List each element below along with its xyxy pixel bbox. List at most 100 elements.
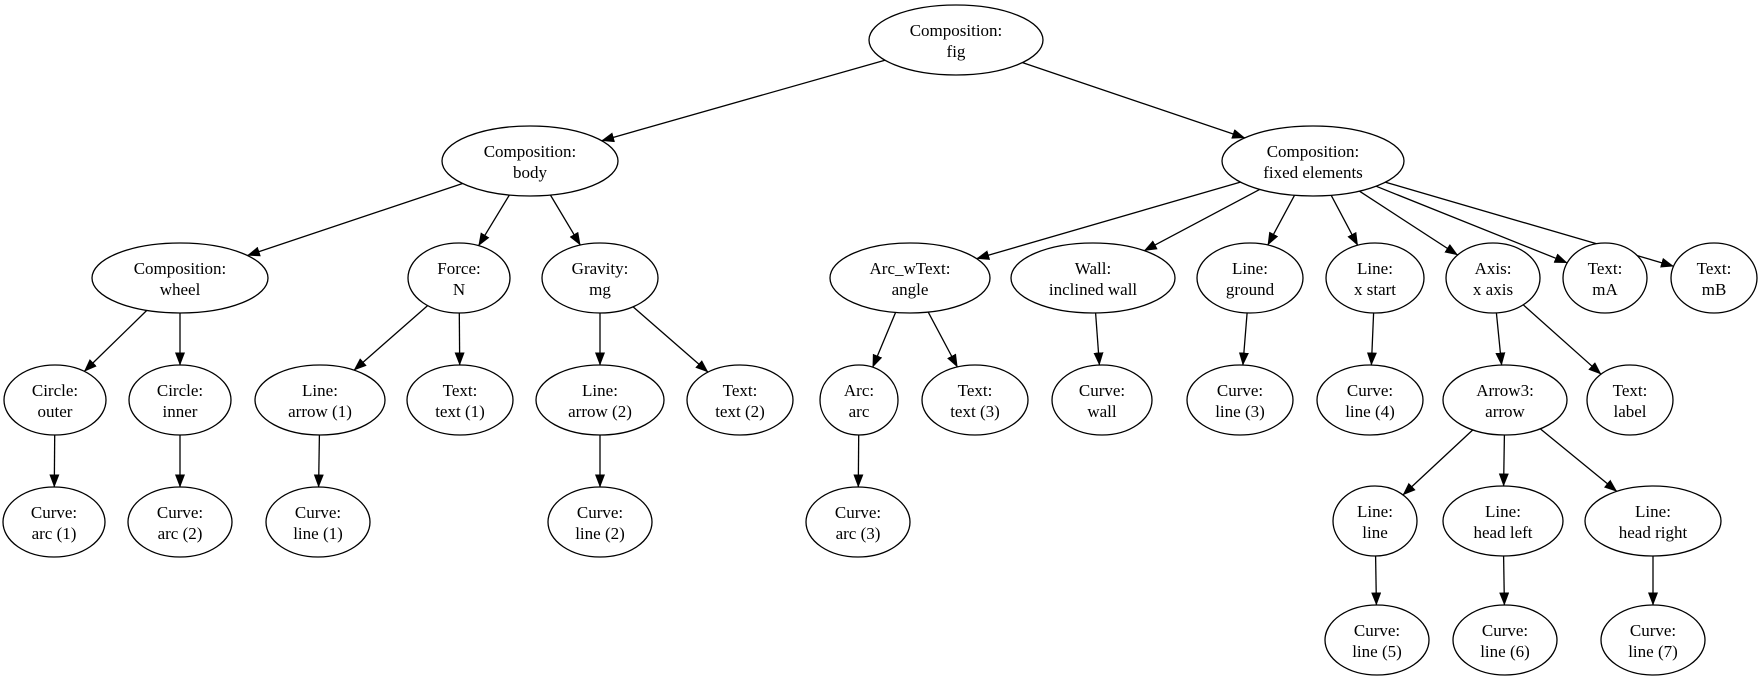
- node-type-label: Circle:: [32, 381, 78, 400]
- node-type-label: Line:: [1357, 502, 1393, 521]
- node-ellipse: [3, 487, 105, 557]
- tree-node-headleft: Line:head left: [1443, 486, 1563, 556]
- tree-edge-fig-to-fixed: [1023, 63, 1245, 138]
- node-type-label: Curve:: [835, 503, 881, 522]
- node-ellipse: [1011, 243, 1175, 313]
- node-name-label: mA: [1592, 280, 1618, 299]
- tree-node-carc1: Curve:arc (1): [3, 487, 105, 557]
- node-ellipse: [1052, 365, 1152, 435]
- node-type-label: Text:: [1588, 259, 1623, 278]
- node-ellipse: [687, 365, 793, 435]
- node-ellipse: [1197, 243, 1303, 313]
- node-name-label: ground: [1226, 280, 1275, 299]
- tree-edge-lline-to-cline5: [1376, 556, 1377, 605]
- node-name-label: wheel: [160, 280, 201, 299]
- node-type-label: Arrow3:: [1476, 381, 1534, 400]
- tree-node-cline1: Curve: line (1): [266, 487, 370, 557]
- tree-edge-xaxis-to-label: [1523, 305, 1601, 374]
- tree-node-arrow1: Line: arrow (1): [255, 365, 385, 435]
- node-ellipse: [820, 365, 898, 435]
- tree-edge-arrow1-to-cline1: [319, 435, 320, 487]
- tree-node-carc2: Curve:arc (2): [128, 487, 232, 557]
- node-ellipse: [536, 365, 664, 435]
- node-type-label: Force:: [437, 259, 480, 278]
- node-name-label: line (1): [293, 524, 343, 543]
- tree-edge-ground-to-cline3: [1243, 313, 1247, 365]
- node-ellipse: [92, 243, 268, 313]
- node-type-label: Curve:: [1482, 621, 1528, 640]
- tree-node-arrow3: Arrow3:arrow: [1443, 365, 1567, 435]
- tree-node-mB: Text:mB: [1671, 243, 1757, 313]
- tree-node-ground: Line:ground: [1197, 243, 1303, 313]
- node-type-label: Axis:: [1475, 259, 1512, 278]
- node-type-label: Arc:: [844, 381, 874, 400]
- node-type-label: Gravity:: [572, 259, 629, 278]
- tree-node-cline2: Curve:line (2): [548, 487, 652, 557]
- tree-edge-xstart-to-cline4: [1371, 313, 1373, 365]
- node-name-label: fixed elements: [1263, 163, 1363, 182]
- node-type-label: Curve:: [295, 503, 341, 522]
- node-type-label: Composition:: [910, 21, 1003, 40]
- node-type-label: Composition:: [134, 259, 227, 278]
- node-ellipse: [922, 365, 1028, 435]
- tree-node-arrow2: Line:arrow (2): [536, 365, 664, 435]
- tree-edge-headleft-to-cline6: [1504, 556, 1505, 605]
- node-ellipse: [255, 365, 385, 435]
- node-name-label: arc (3): [836, 524, 881, 543]
- node-type-label: Line:: [302, 381, 338, 400]
- node-name-label: arrow (1): [288, 402, 352, 421]
- node-ellipse: [1585, 486, 1721, 556]
- node-ellipse: [129, 365, 231, 435]
- tree-node-body: Composition:body: [442, 126, 618, 196]
- node-type-label: Curve:: [1347, 381, 1393, 400]
- node-layer: Composition:figComposition:bodyCompositi…: [3, 5, 1757, 675]
- tree-node-carc3: Curve: arc (3): [806, 487, 910, 557]
- tree-edge-xaxis-to-arrow3: [1496, 313, 1501, 365]
- node-ellipse: [4, 365, 106, 435]
- tree-node-lline: Line: line: [1333, 486, 1417, 556]
- node-ellipse: [1446, 243, 1540, 313]
- node-name-label: arc: [849, 402, 870, 421]
- tree-edge-body-to-forceN: [479, 195, 510, 246]
- node-name-label: line: [1362, 523, 1388, 542]
- node-ellipse: [408, 243, 510, 313]
- node-ellipse: [1601, 605, 1705, 675]
- node-ellipse: [1443, 486, 1563, 556]
- node-type-label: Curve:: [1079, 381, 1125, 400]
- node-name-label: arc (2): [158, 524, 203, 543]
- node-type-label: Composition:: [1267, 142, 1360, 161]
- node-type-label: Text:: [723, 381, 758, 400]
- node-ellipse: [1587, 365, 1673, 435]
- tree-node-angle: Arc_wText:angle: [830, 243, 990, 313]
- node-type-label: Text:: [443, 381, 478, 400]
- node-name-label: line (5): [1352, 642, 1402, 661]
- tree-edge-wall-to-cwall: [1096, 313, 1100, 365]
- node-ellipse: [1326, 243, 1424, 313]
- node-name-label: angle: [892, 280, 929, 299]
- tree-edge-body-to-gravity: [550, 195, 580, 245]
- tree-node-label: Text:label: [1587, 365, 1673, 435]
- node-ellipse: [442, 126, 618, 196]
- node-ellipse: [830, 243, 990, 313]
- tree-edge-fixed-to-xstart: [1331, 195, 1358, 245]
- tree-edge-angle-to-arc: [873, 312, 896, 367]
- node-name-label: x start: [1354, 280, 1396, 299]
- tree-node-outer: Circle:outer: [4, 365, 106, 435]
- tree-edge-body-to-wheel: [247, 184, 462, 256]
- node-name-label: text (1): [435, 402, 485, 421]
- tree-edge-fig-to-body: [602, 60, 885, 141]
- tree-edge-gravity-to-text2: [633, 307, 708, 372]
- tree-node-mA: Text: mA: [1563, 243, 1647, 313]
- tree-edge-fixed-to-ground: [1268, 195, 1295, 245]
- node-ellipse: [1563, 243, 1647, 313]
- node-ellipse: [1317, 365, 1423, 435]
- node-name-label: label: [1613, 402, 1646, 421]
- node-type-label: Curve:: [1354, 621, 1400, 640]
- node-type-label: Composition:: [484, 142, 577, 161]
- node-ellipse: [407, 365, 513, 435]
- node-ellipse: [1443, 365, 1567, 435]
- node-ellipse: [548, 487, 652, 557]
- node-ellipse: [1187, 365, 1293, 435]
